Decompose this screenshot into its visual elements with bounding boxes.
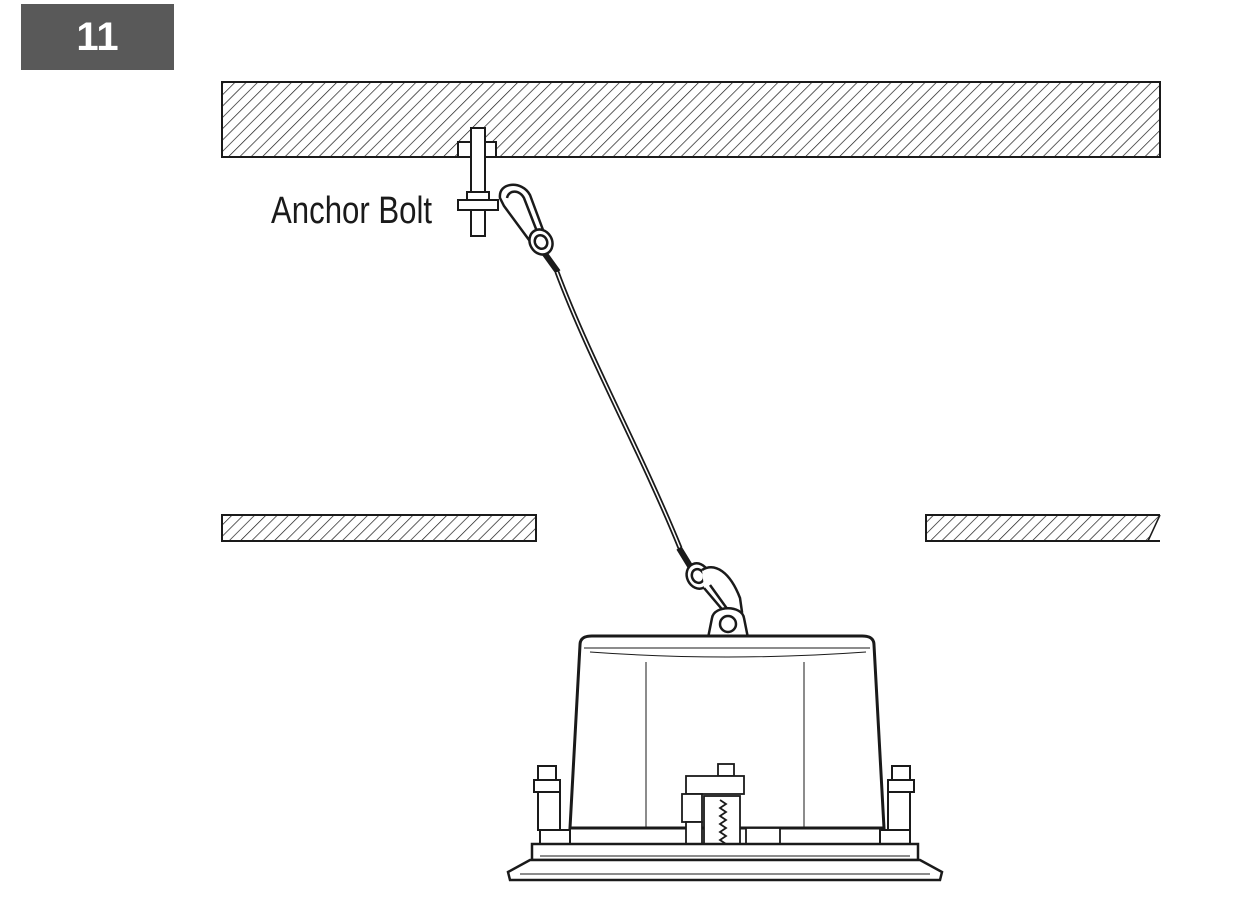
- ceiling-slab: [221, 81, 1161, 158]
- ceiling-tile-right: [925, 514, 1161, 542]
- left-mounting-clamp: [533, 765, 571, 845]
- right-mounting-clamp: [879, 765, 915, 845]
- anchor-bolt: [457, 127, 499, 237]
- anchor-bolt-label: Anchor Bolt: [271, 190, 433, 232]
- upper-carabiner-clip: [498, 183, 561, 274]
- step-number: 11: [76, 14, 119, 59]
- ceiling-speaker: [506, 607, 944, 882]
- step-number-badge: 11: [21, 4, 174, 70]
- ceiling-tile-left: [221, 514, 537, 542]
